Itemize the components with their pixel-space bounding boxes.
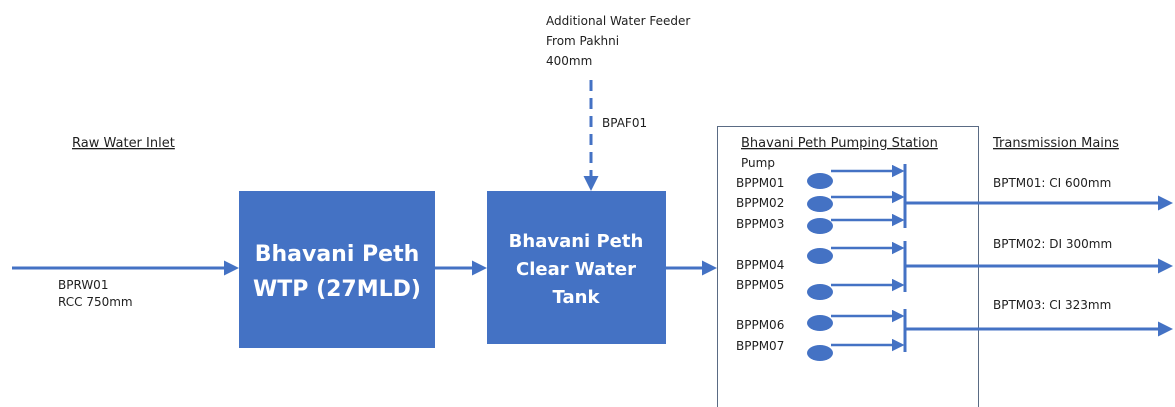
transmission-heading: Transmission Mains [992, 136, 1119, 151]
pump-heading: Pump [741, 156, 775, 170]
feeder-label-line3: 400mm [546, 54, 592, 68]
pumping-station-heading: Bhavani Peth Pumping Station [741, 136, 938, 151]
transmission-main-label-1: BPTM01: CI 600mm [993, 176, 1111, 190]
pump-icon [807, 173, 833, 189]
pump-icon [807, 248, 833, 264]
pump-label-bppm03: BPPM03 [736, 217, 784, 231]
pump-icon [807, 315, 833, 331]
raw-water-heading: Raw Water Inlet [72, 136, 175, 151]
clear-water-tank-box [487, 191, 666, 344]
transmission-main-label-3: BPTM03: CI 323mm [993, 298, 1111, 312]
tank-title-line2: Clear Water [516, 259, 636, 280]
feeder-label-line1: Additional Water Feeder [546, 14, 690, 28]
raw-water-pipe-id: BPRW01 [58, 278, 108, 292]
wtp-title-line2: WTP (27MLD) [253, 277, 421, 302]
pump-icon [807, 284, 833, 300]
pump-label-bppm05: BPPM05 [736, 278, 784, 292]
transmission-main-label-2: BPTM02: DI 300mm [993, 237, 1112, 251]
pump-label-bppm02: BPPM02 [736, 196, 784, 210]
wtp-box [239, 191, 435, 348]
pump-icon [807, 218, 833, 234]
pump-label-bppm07: BPPM07 [736, 339, 784, 353]
pump-label-bppm01: BPPM01 [736, 176, 784, 190]
wtp-title-line1: Bhavani Peth [255, 242, 420, 267]
pump-label-bppm04: BPPM04 [736, 258, 784, 272]
pump-icon [807, 345, 833, 361]
tank-title-line3: Tank [553, 287, 601, 308]
feeder-label-line2: From Pakhni [546, 34, 619, 48]
feeder-pipe-id: BPAF01 [602, 116, 647, 130]
pump-label-bppm06: BPPM06 [736, 318, 784, 332]
tank-title-line1: Bhavani Peth [509, 231, 644, 252]
raw-water-pipe-spec: RCC 750mm [58, 295, 133, 309]
pumping-station-frame [717, 126, 979, 407]
pump-icon [807, 196, 833, 212]
